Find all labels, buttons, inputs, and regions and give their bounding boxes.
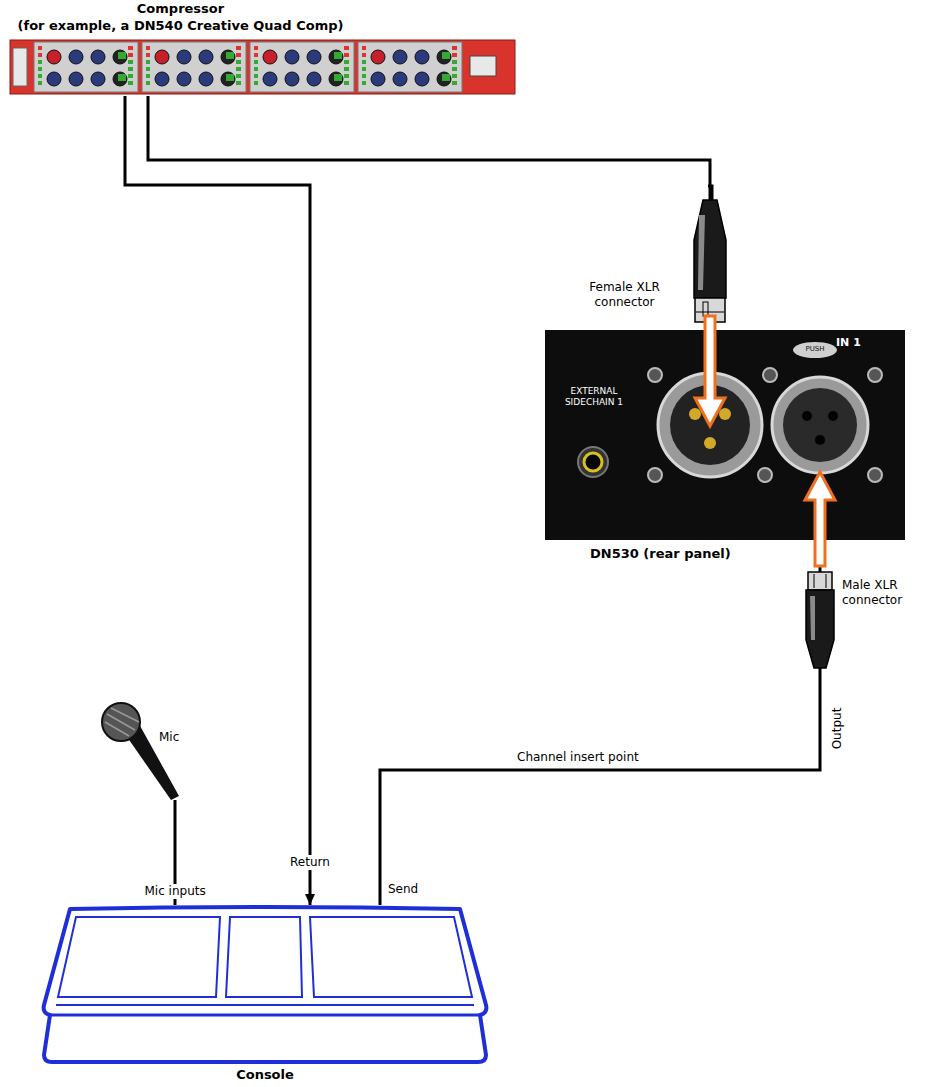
signal-label: Output (830, 707, 845, 749)
jack-socket (578, 447, 608, 477)
female-xlr-socket (772, 377, 868, 473)
connector-label: Female XLR connector (572, 280, 677, 310)
cable-line (380, 540, 820, 905)
rear-panel: DN530 (rear panel) (545, 330, 905, 540)
edge-label: Mic inputs (143, 884, 208, 899)
screw (648, 368, 662, 382)
push-tab (793, 342, 837, 358)
panel-illustration (545, 330, 905, 540)
screw (758, 468, 772, 482)
node-label: Console (40, 1067, 490, 1083)
cable-line (148, 96, 710, 330)
connector-label: Male XLR connector (842, 578, 926, 608)
mic-icon (95, 700, 225, 800)
male-xlr-plug (806, 572, 834, 668)
signal-cable (148, 96, 710, 330)
microphone: Mic (95, 700, 225, 800)
mixing-console: Console (40, 905, 490, 1065)
insert-arrow (805, 472, 835, 566)
screw (868, 368, 882, 382)
edge-label: Channel insert point (515, 750, 641, 765)
arrowhead (305, 894, 315, 905)
node-label: Mic (159, 730, 179, 745)
signal-cable (125, 96, 315, 905)
compressor-rack (8, 0, 520, 96)
screw (763, 368, 777, 382)
insert-arrow (695, 316, 725, 426)
console-outline (40, 905, 490, 1065)
node-label: Compressor (8, 0, 353, 17)
signal-cable (380, 540, 820, 905)
screw (648, 468, 662, 482)
signal-label: Send (388, 882, 418, 897)
screw (868, 468, 882, 482)
node-sublabel: (for example, a DN540 Creative Quad Comp… (8, 17, 353, 34)
node-label: DN530 (rear panel) (590, 546, 731, 562)
female-xlr-plug (694, 186, 726, 322)
port-label: IN 1 (836, 336, 861, 349)
edge-label: Return (288, 855, 332, 870)
port-label: EXTERNAL SIDECHAIN 1 (556, 386, 632, 408)
cable-line (125, 96, 310, 905)
port-label: PUSH (802, 345, 828, 354)
compressor-unit: Compressor(for example, a DN540 Creative… (8, 0, 520, 96)
